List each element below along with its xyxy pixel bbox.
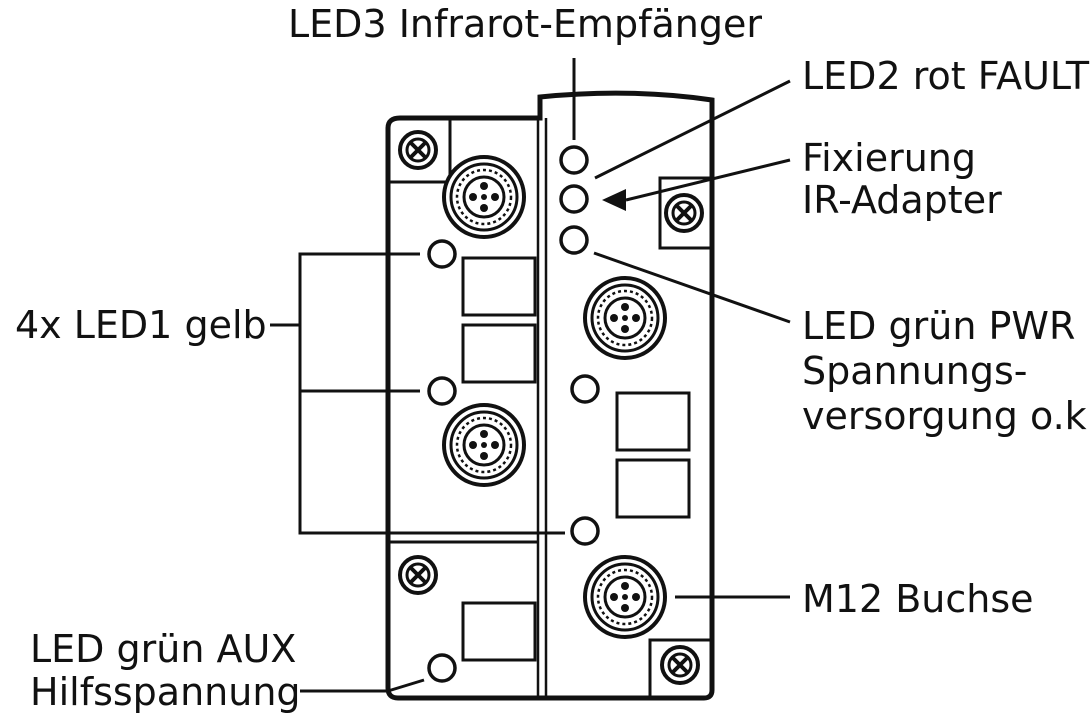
leader-aux-tail (387, 678, 425, 693)
screw-top-left (398, 130, 438, 170)
m12-socket-4 (583, 555, 667, 639)
m12-socket-3 (583, 276, 667, 360)
label-pwr-line1: LED grün PWR (802, 304, 1076, 348)
label-fixing-line1: Fixierung (802, 136, 976, 180)
label-aux-line1: LED grün AUX (30, 627, 297, 671)
label-field-3 (615, 391, 691, 452)
led3-infrared (559, 145, 589, 175)
leader-led2 (594, 79, 791, 180)
led2-fault (559, 184, 589, 214)
label-fixing-line2: IR-Adapter (802, 178, 1002, 222)
led1-yellow-4 (570, 516, 600, 546)
label-m12: M12 Buchse (802, 577, 1034, 621)
screw-bottom-right (660, 645, 700, 685)
label-field-4 (615, 458, 691, 519)
m12-socket-2 (442, 403, 526, 487)
leader-fixing (625, 158, 791, 202)
label-led1: 4x LED1 gelb (15, 303, 267, 347)
m12-socket-1 (442, 155, 526, 239)
led-pwr (559, 225, 589, 255)
label-pwr-line2: Spannungs- (802, 349, 1028, 393)
label-led3: LED3 Infrarot-Empfänger (288, 2, 762, 46)
label-field-2 (461, 323, 537, 384)
label-field-5 (461, 601, 537, 662)
led1-yellow-2 (427, 376, 457, 406)
led1-yellow-1 (427, 239, 457, 269)
label-pwr-line3: versorgung o.k (802, 394, 1087, 438)
label-field-1 (461, 256, 537, 317)
label-aux-line2: Hilfsspannung (30, 670, 301, 714)
right-bottom-inset (648, 638, 712, 698)
right-top-inset (658, 176, 712, 250)
label-led2: LED2 rot FAULT (802, 54, 1090, 98)
housing-outline (385, 90, 715, 701)
led-aux (427, 653, 457, 683)
led1-bracket (270, 252, 565, 535)
screw-right-upper (664, 193, 704, 233)
led1-yellow-3 (570, 374, 600, 404)
screw-bottom-left (398, 555, 438, 595)
leader-pwr (593, 251, 791, 324)
fixing-triangle-icon (602, 189, 626, 211)
